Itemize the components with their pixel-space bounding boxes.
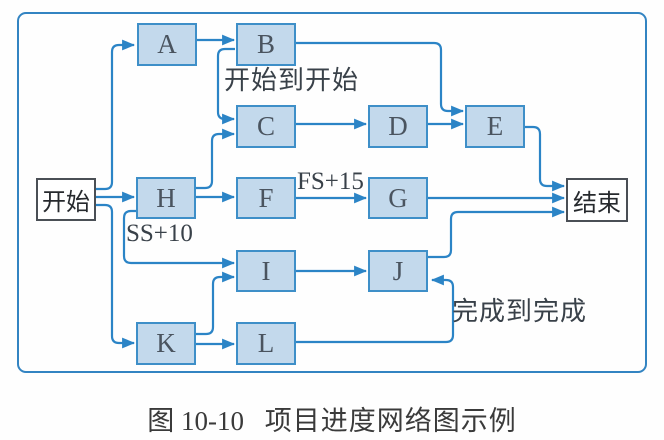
figure-caption: 图 10-10 项目进度网络图示例 — [0, 399, 664, 438]
node-c: C — [236, 105, 296, 148]
node-start: 开始 — [36, 178, 96, 221]
node-end: 结束 — [566, 178, 628, 222]
node-i: I — [236, 250, 296, 292]
edge-label-start-to-start: 开始到开始 — [224, 66, 360, 95]
figure-caption-title: 项目进度网络图示例 — [264, 406, 517, 436]
node-l: L — [236, 322, 296, 365]
node-f-label: F — [258, 182, 274, 213]
edge-k-i — [196, 271, 236, 336]
node-k: K — [136, 322, 196, 365]
node-j-label: J — [392, 255, 404, 286]
node-d: D — [368, 105, 428, 148]
node-a: A — [137, 23, 197, 66]
node-f: F — [236, 177, 296, 219]
edge-b-e — [296, 41, 465, 117]
node-start-label: 开始 — [42, 190, 90, 216]
edge-j-end — [428, 206, 566, 259]
node-end-label: 结束 — [573, 190, 621, 217]
node-j: J — [368, 250, 428, 292]
edge-label-fs-plus-15: FS+15 — [297, 168, 364, 195]
edge-l-j-finish-to-finish — [296, 274, 455, 344]
edge-start-k — [96, 203, 136, 349]
node-d-label: D — [388, 111, 408, 141]
node-h: H — [136, 177, 196, 219]
edge-h-i-ss10 — [122, 209, 236, 269]
node-h-label: H — [156, 182, 176, 213]
node-a-label: A — [157, 29, 177, 59]
node-b: B — [236, 23, 296, 66]
node-g-label: G — [388, 182, 408, 213]
node-c-label: C — [256, 111, 275, 141]
node-e-label: E — [486, 111, 504, 141]
node-l-label: L — [257, 328, 275, 358]
diagram-frame — [17, 12, 647, 373]
node-i-label: I — [261, 255, 271, 286]
edge-b-c-start-to-start — [216, 47, 236, 125]
figure-caption-number: 图 10-10 — [147, 406, 244, 436]
node-k-label: K — [156, 328, 176, 358]
edge-label-ss-plus-10: SS+10 — [126, 220, 193, 247]
node-e: E — [465, 105, 525, 148]
node-b-label: B — [256, 29, 275, 59]
edge-start-a — [96, 39, 136, 191]
edge-h-c — [196, 128, 236, 190]
edge-label-finish-to-finish: 完成到完成 — [452, 297, 588, 326]
edge-e-end — [525, 125, 566, 192]
node-g: G — [368, 177, 428, 219]
